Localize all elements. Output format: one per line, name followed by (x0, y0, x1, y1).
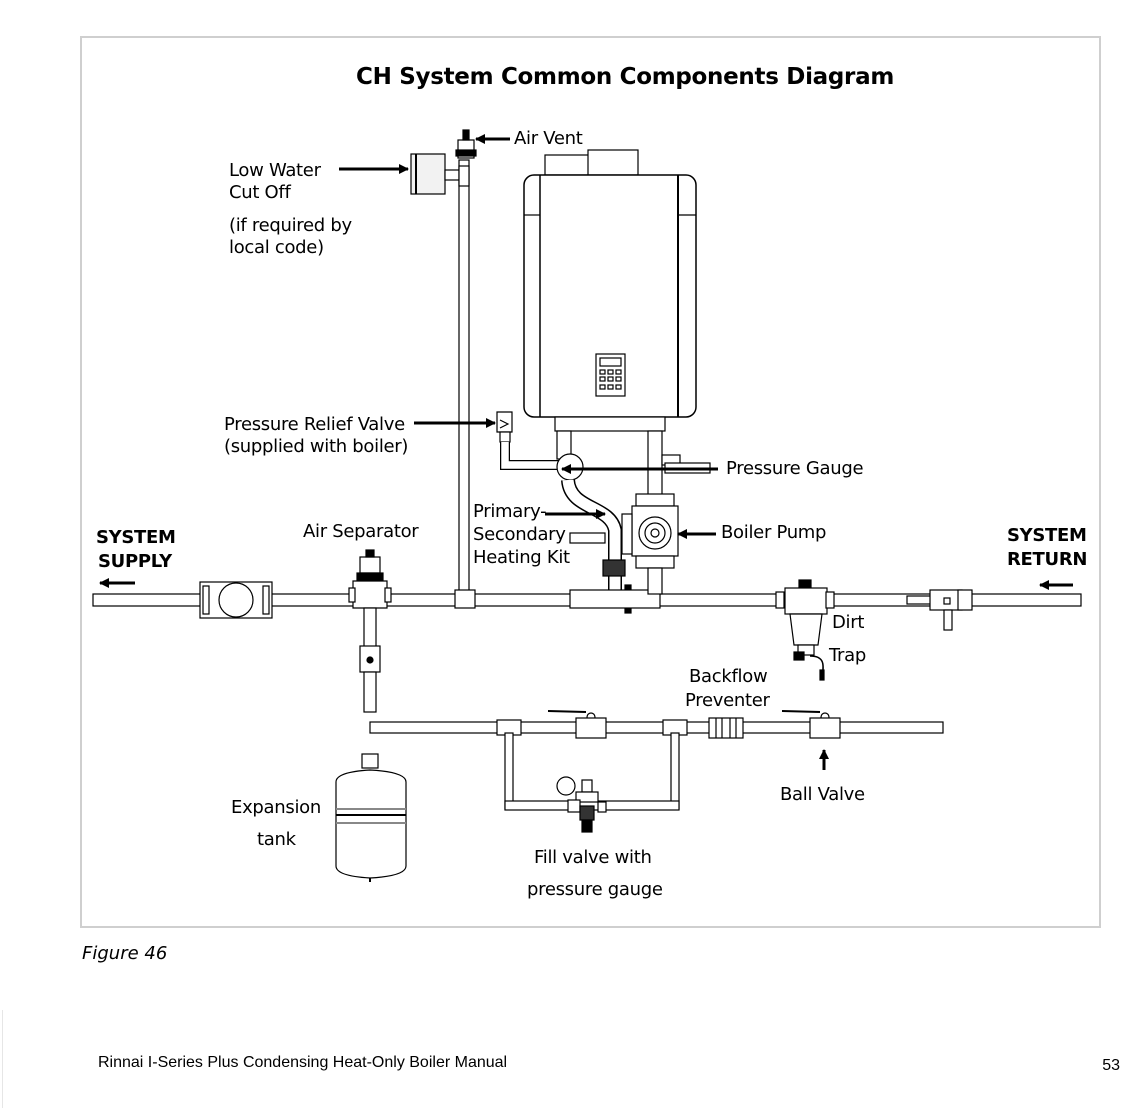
diagram-title: CH System Common Components Diagram (356, 64, 894, 90)
label-primary-secondary-3: Heating Kit (473, 547, 570, 568)
supply-flange-valve-icon (199, 581, 273, 619)
label-pressure-relief-valve-2: (supplied with boiler) (224, 436, 409, 457)
air-separator-icon (348, 549, 392, 713)
pressure-relief-valve-icon (496, 411, 560, 470)
label-system-return-2: RETURN (1007, 549, 1088, 570)
label-boiler-pump: Boiler Pump (721, 522, 827, 543)
label-system-supply-1: SYSTEM (96, 527, 176, 548)
label-fill-valve-1: Fill valve with (534, 847, 652, 868)
label-expansion-tank-1: Expansion (231, 797, 321, 818)
expansion-tank-icon (335, 753, 407, 882)
pointer-arrows (99, 134, 1073, 770)
boiler-unit (523, 149, 697, 432)
label-primary-secondary-2: Secondary (473, 524, 566, 545)
diagram-frame (80, 36, 1101, 928)
label-dirt-trap-2: Trap (829, 645, 867, 666)
label-air-separator: Air Separator (303, 521, 419, 542)
label-ball-valve: Ball Valve (780, 784, 865, 805)
page-margin-rule (2, 1010, 3, 1108)
label-air-vent: Air Vent (514, 128, 583, 149)
label-system-return-1: SYSTEM (1007, 525, 1087, 546)
control-panel-icon (595, 353, 626, 397)
footer-page-number: 53 (1102, 1057, 1120, 1074)
label-fill-valve-2: pressure gauge (527, 879, 663, 900)
low-water-cut-off-icon (410, 153, 470, 195)
figure-caption: Figure 46 (82, 943, 168, 964)
ball-valve-1-icon (547, 710, 607, 739)
label-low-water-note-2: local code) (229, 237, 324, 258)
dirt-trap-icon (775, 579, 835, 681)
backflow-preventer-icon (708, 717, 744, 739)
label-backflow-preventer-2: Preventer (685, 690, 770, 711)
ball-valve-2-icon (781, 710, 841, 739)
label-pressure-relief-valve-1: Pressure Relief Valve (224, 414, 405, 435)
primary-secondary-heating-kit-icon (556, 430, 661, 614)
label-expansion-tank-2: tank (257, 829, 296, 850)
label-low-water-note-1: (if required by (229, 215, 352, 236)
footer-manual-title: Rinnai I-Series Plus Condensing Heat-Onl… (98, 1054, 508, 1071)
label-low-water-cut-off-2: Cut Off (229, 182, 291, 203)
label-dirt-trap-1: Dirt (832, 612, 865, 633)
air-vent-icon (455, 129, 477, 159)
boiler-pump-icon (621, 430, 711, 595)
label-backflow-preventer-1: Backflow (689, 666, 768, 687)
return-isolation-valve-icon (906, 589, 973, 631)
label-primary-secondary-1: Primary- (473, 501, 547, 522)
label-low-water-cut-off-1: Low Water (229, 160, 321, 181)
label-system-supply-2: SUPPLY (98, 551, 172, 572)
label-pressure-gauge: Pressure Gauge (726, 458, 864, 479)
vertical-riser-pipe (454, 159, 476, 609)
fill-valve-icon (556, 776, 607, 833)
